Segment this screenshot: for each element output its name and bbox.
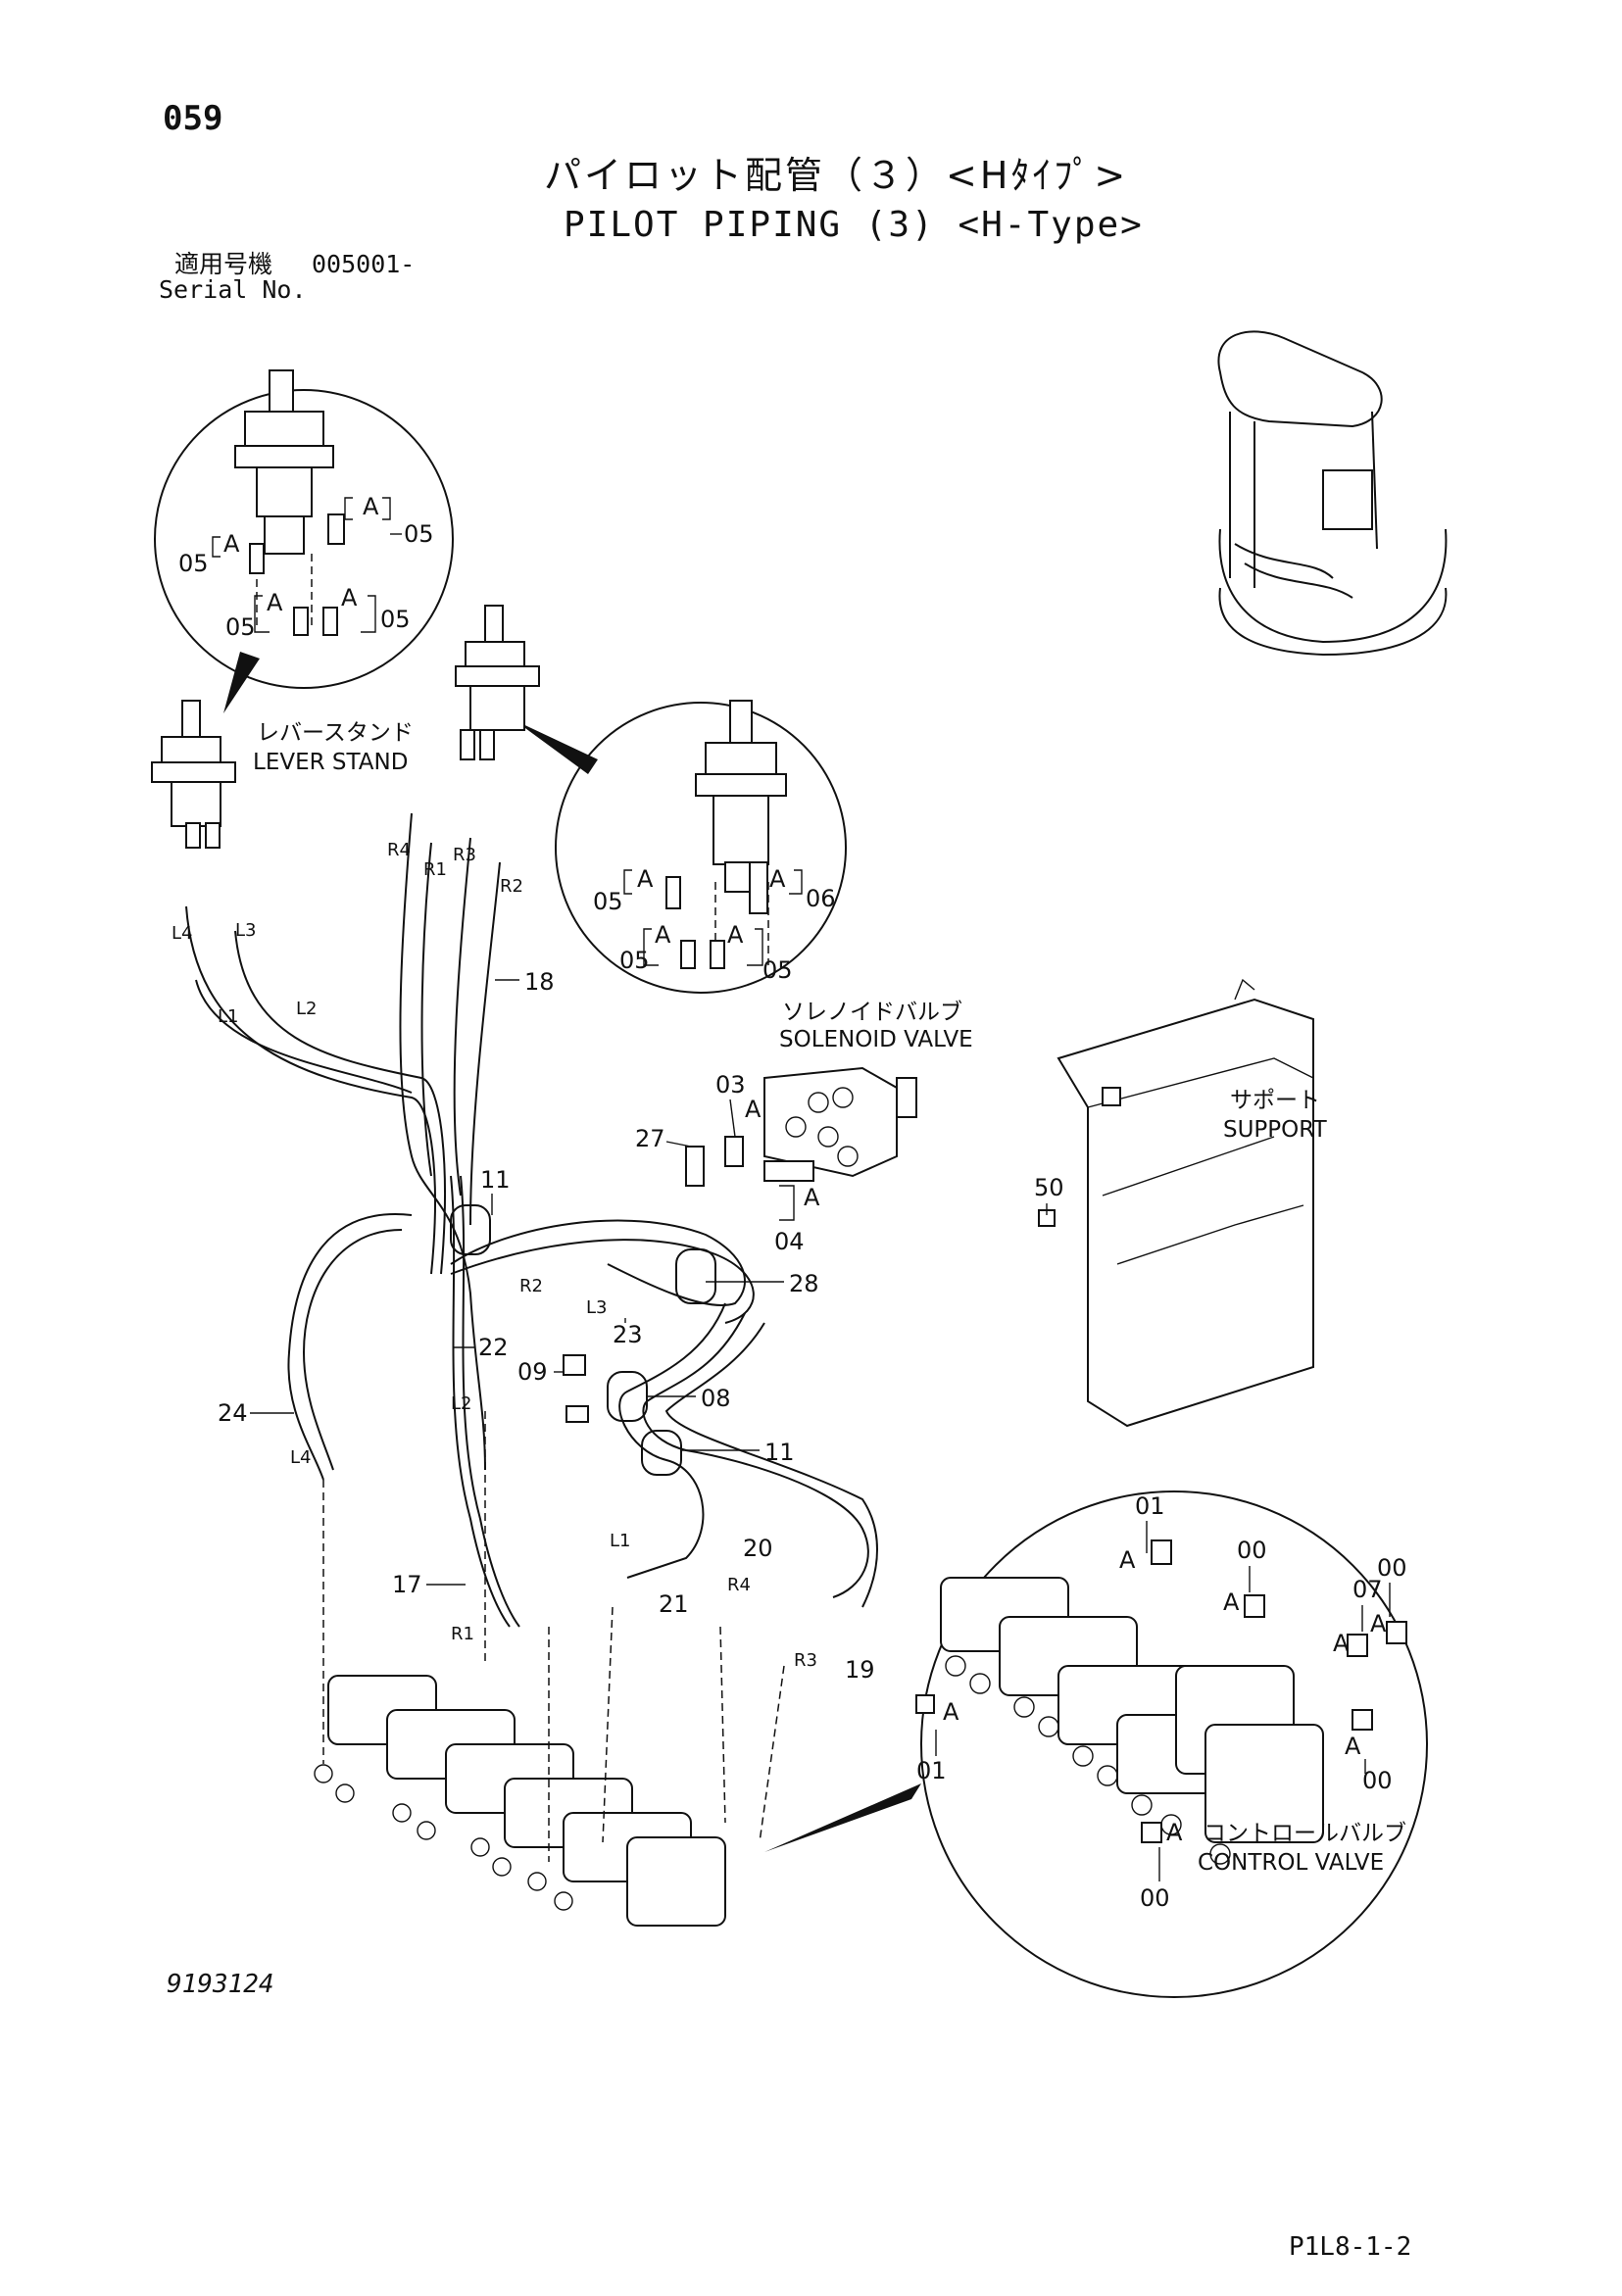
support-label-en: SUPPORT <box>1223 1117 1328 1143</box>
callout-50: 50 <box>1034 1174 1064 1201</box>
port-labels: L4 L3 L1 L2 R4 R1 R3 R2 R2 L3 L2 L4 L1 R… <box>172 840 817 1671</box>
callout-09: 09 <box>517 1358 548 1386</box>
detail-mark: A <box>341 584 358 611</box>
port-label-R1: R1 <box>423 859 447 880</box>
detail-mark: A <box>727 921 744 949</box>
callout-11: 11 <box>480 1166 511 1194</box>
lever-stand-right <box>455 605 540 760</box>
detail-mark: A <box>1166 1819 1183 1846</box>
lever-stand-label-jp: レバースタンド <box>257 720 414 746</box>
callout-05: 05 <box>593 888 623 915</box>
callout-00: 00 <box>1140 1884 1170 1912</box>
callout-18: 18 <box>524 968 555 996</box>
callout-17: 17 <box>392 1571 422 1598</box>
callout-00: 00 <box>1377 1554 1407 1582</box>
detail-callouts-right-lever: A 05 A 06 A A 05 05 <box>593 865 836 984</box>
detail-circle-left-lever <box>154 369 454 713</box>
detail-circle-control-valve <box>764 1490 1428 1998</box>
detail-mark: A <box>655 921 671 949</box>
serial-label-en: Serial No. <box>159 275 307 304</box>
drawing-number: 9193124 <box>167 1970 274 1999</box>
port-label-L2: L2 <box>451 1393 471 1414</box>
detail-mark: A <box>769 865 786 893</box>
detail-mark: A <box>1333 1630 1350 1657</box>
detail-circle-right-lever <box>515 700 847 994</box>
serial-label-jp: 適用号機 <box>174 250 273 278</box>
port-label-R1: R1 <box>451 1624 474 1644</box>
support-label-jp: サポート <box>1230 1088 1320 1113</box>
detail-callouts-left: A 05 A 05 A A 05 05 <box>178 493 434 641</box>
control-valve-label-en: CONTROL VALVE <box>1198 1850 1384 1876</box>
lever-stand-label-en: LEVER STAND <box>253 750 408 775</box>
page-number: 059 <box>163 99 223 138</box>
detail-mark: A <box>745 1096 762 1123</box>
port-label-L4: L4 <box>172 923 192 944</box>
callout-06: 06 <box>806 885 836 912</box>
page-title-jp: パイロット配管（３）<Hﾀｲﾌﾟ> <box>544 154 1129 197</box>
lever-stand-left <box>151 700 236 849</box>
callout-20: 20 <box>743 1535 773 1562</box>
callouts: 18 03 A 27 A 04 50 11 28 23 22 09 08 24 … <box>218 968 1064 1684</box>
support-bracket <box>1057 978 1314 1428</box>
callout-08: 08 <box>701 1385 731 1412</box>
clamps <box>450 1136 1056 1476</box>
port-label-R4: R4 <box>727 1575 751 1595</box>
callout-23: 23 <box>613 1321 643 1348</box>
detail-mark: A <box>1370 1610 1387 1637</box>
callout-00: 00 <box>1237 1537 1267 1564</box>
port-label-R3: R3 <box>453 845 476 865</box>
callout-05: 05 <box>380 606 411 633</box>
solenoid-valve <box>763 1066 917 1178</box>
connection-dashes <box>322 1411 785 1862</box>
page-reference: P1L8-1-2 <box>1289 2232 1412 2262</box>
callout-03: 03 <box>715 1071 746 1099</box>
port-label-R2: R2 <box>519 1276 543 1296</box>
port-label-L2: L2 <box>296 999 317 1019</box>
callout-27: 27 <box>635 1125 665 1152</box>
detail-mark: A <box>637 865 654 893</box>
detail-mark: A <box>943 1698 959 1726</box>
callout-04: 04 <box>774 1228 805 1255</box>
serial-value: 005001- <box>312 250 416 278</box>
port-label-R3: R3 <box>794 1650 817 1671</box>
detail-mark: A <box>804 1184 820 1211</box>
detail-mark: A <box>1345 1733 1361 1760</box>
port-label-L3: L3 <box>235 920 256 941</box>
callout-05: 05 <box>619 947 650 974</box>
callout-28: 28 <box>789 1270 819 1297</box>
detail-mark: A <box>1119 1546 1136 1574</box>
solenoid-valve-label-jp: ソレノイドバルブ <box>782 1000 962 1025</box>
callout-05: 05 <box>178 550 209 577</box>
hose-routing <box>185 812 878 1628</box>
callout-05: 05 <box>762 956 793 984</box>
callout-05: 05 <box>225 613 256 641</box>
detail-mark: A <box>1223 1588 1240 1616</box>
control-valve-assembly <box>314 1675 726 1927</box>
detail-mark: A <box>363 493 379 520</box>
port-label-R2: R2 <box>500 876 523 897</box>
callout-24: 24 <box>218 1399 248 1427</box>
port-label-L1: L1 <box>218 1006 238 1027</box>
detail-mark: A <box>223 530 240 558</box>
callout-01: 01 <box>916 1757 947 1784</box>
callout-00: 00 <box>1362 1767 1393 1794</box>
callout-19: 19 <box>845 1656 875 1684</box>
port-label-L1: L1 <box>610 1531 630 1551</box>
detail-callouts-control-valve: 01 A 00 A 00 07 A A A 01 A 00 A 00 コントロー… <box>915 1492 1407 1912</box>
machine-overview <box>1217 330 1448 657</box>
port-label-L4: L4 <box>290 1447 311 1468</box>
solenoid-valve-label-en: SOLENOID VALVE <box>779 1027 973 1052</box>
callout-11: 11 <box>764 1439 795 1466</box>
port-label-R4: R4 <box>387 840 411 860</box>
port-label-L3: L3 <box>586 1297 607 1318</box>
callout-07: 07 <box>1352 1576 1383 1603</box>
callout-21: 21 <box>659 1590 689 1618</box>
callout-05: 05 <box>404 520 434 548</box>
control-valve-label-jp: コントロールバルブ <box>1204 1821 1406 1846</box>
detail-mark: A <box>267 589 283 616</box>
callout-22: 22 <box>478 1334 509 1361</box>
callout-01: 01 <box>1135 1492 1165 1520</box>
page-title-en: PILOT PIPING (3) <H-Type> <box>564 205 1144 245</box>
